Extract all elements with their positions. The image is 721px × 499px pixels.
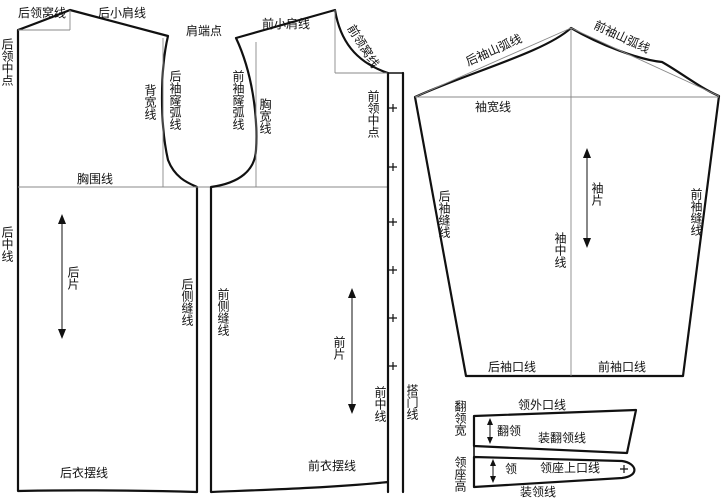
label-front-hem: 前衣摆线 <box>308 458 356 473</box>
label-front-center: 前中线 <box>373 385 387 422</box>
label-stand-top: 领座上口线 <box>540 460 600 475</box>
label-back-neck-center: 后领中点 <box>0 38 14 86</box>
front-piece-arrow-head-top <box>348 288 356 298</box>
label-back-armhole: 后袖窿弧线 <box>168 70 182 130</box>
label-back-cuff: 后袖口线 <box>488 359 536 374</box>
label-neck-attach: 装领线 <box>520 485 556 499</box>
label-front-neck-center: 前领中点 <box>366 89 380 138</box>
sleeve <box>413 26 721 378</box>
collar-button-mark <box>620 465 628 473</box>
fall-arrow-head-bottom <box>487 437 493 444</box>
button-mark <box>389 104 397 112</box>
label-back-piece: 后片 <box>66 266 80 290</box>
front-cap-guide <box>570 27 720 97</box>
label-bust-line: 胸围线 <box>77 171 113 186</box>
button-mark <box>389 163 397 171</box>
label-stand-height: 领座高 <box>453 456 467 493</box>
label-front-armhole: 前袖窿弧线 <box>231 69 245 130</box>
label-front-side-seam: 前侧缝线 <box>216 287 230 336</box>
label-collar: 领 <box>505 462 517 476</box>
label-back-width: 背宽线 <box>143 84 157 120</box>
sleeve-piece-arrow-head-top <box>583 148 591 158</box>
back-cap-guide <box>414 27 572 98</box>
label-sleeve-width: 袖宽线 <box>475 99 511 114</box>
label-overlap-line: 搭门线 <box>405 384 419 420</box>
stand-arrow-head-bottom <box>490 476 496 483</box>
back-piece-arrow-head-top <box>58 214 66 224</box>
sleeve-piece-arrow-head-bottom <box>583 238 591 248</box>
label-back-center: 后中线 <box>0 226 14 262</box>
stand-arrow-head-top <box>490 459 496 466</box>
button-mark <box>389 266 397 274</box>
label-fall-attach: 装翻领线 <box>538 431 586 445</box>
label-front-small-shoulder: 前小肩线 <box>262 16 310 31</box>
sleeve-outline <box>413 26 721 378</box>
front-bodice <box>209 8 405 494</box>
label-sleeve-piece: 袖片 <box>590 181 604 206</box>
stand-collar-outline <box>472 455 636 489</box>
button-mark <box>389 314 397 322</box>
label-fall-collar: 翻领 <box>497 424 521 438</box>
label-back-hem: 后衣摆线 <box>60 465 108 480</box>
label-sleeve-center: 袖中线 <box>553 231 567 268</box>
label-back-small-shoulder: 后小肩线 <box>98 5 146 20</box>
label-chest-width: 胸宽线 <box>258 97 272 134</box>
label-back-sleeve-seam: 后袖缝线 <box>437 190 451 238</box>
label-collar-outer: 领外口线 <box>518 398 566 412</box>
label-fall-width: 翻领宽 <box>453 400 467 437</box>
label-back-neck-curve: 后领窝线 <box>18 5 66 20</box>
label-shoulder-point: 肩端点 <box>186 23 222 38</box>
label-front-cuff: 前袖口线 <box>598 359 646 374</box>
label-back-sleeve-cap: 后袖山弧线 <box>463 31 524 69</box>
fall-collar-outline <box>472 408 638 455</box>
label-front-sleeve-seam: 前袖缝线 <box>689 187 703 236</box>
front-piece-arrow-head-bottom <box>348 404 356 414</box>
button-mark <box>389 362 397 370</box>
label-front-sleeve-cap: 前袖山弧线 <box>592 17 653 56</box>
collar <box>472 408 638 489</box>
button-mark <box>389 218 397 226</box>
back-bodice-outline <box>16 8 199 494</box>
back-piece-arrow-head-bottom <box>58 329 66 339</box>
label-front-piece: 前片 <box>332 335 346 360</box>
back-bodice <box>16 8 199 494</box>
label-back-side-seam: 后侧缝线 <box>180 278 194 326</box>
fall-arrow-head-top <box>487 418 493 425</box>
